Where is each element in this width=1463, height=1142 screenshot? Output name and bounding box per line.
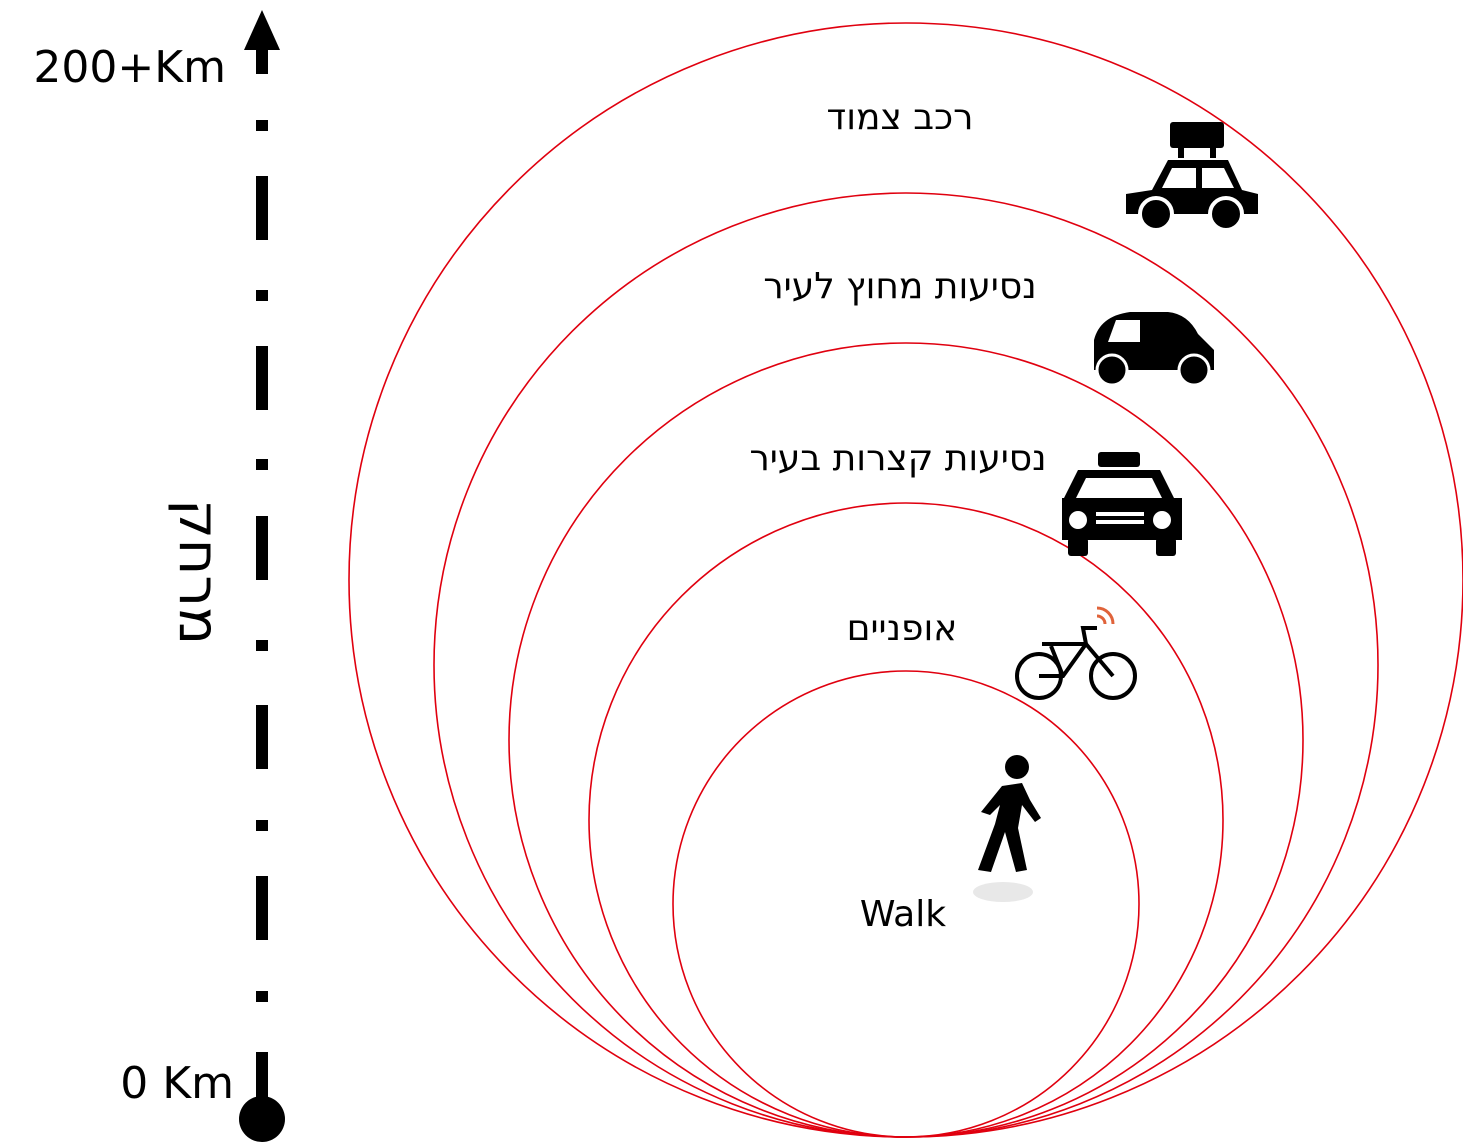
ring-label-intercity-trips: נסיעות מחוץ לעיר (763, 266, 1036, 307)
ring-private-car (348, 22, 1463, 1138)
rent-badge-text: RENT (1176, 129, 1218, 145)
rental-car-icon: RENT (1126, 122, 1258, 232)
axis-title: מרחק (166, 499, 231, 645)
ring-label-short-city-trips: נסיעות קצרות בעיר (749, 438, 1046, 479)
distance-axis: 200+Km 0 Km מרחק (33, 10, 285, 1142)
axis-top-label: 200+Km (33, 42, 226, 93)
axis-bottom-label: 0 Km (120, 1058, 234, 1109)
ring-label-bike: אופניים (847, 608, 958, 649)
ring-bike (588, 502, 1224, 1138)
pedestrian-icon (973, 755, 1041, 902)
axis-arrow-head (244, 10, 280, 50)
ring-label-walk: Walk (860, 894, 946, 935)
ring-labels: Walk אופניים נסיעות קצרות בעיר נסיעות מח… (749, 97, 1046, 935)
axis-origin-dot (239, 1096, 285, 1142)
shared-bike-icon (1015, 606, 1137, 700)
axis-dash-dot-line (256, 44, 268, 1112)
ring-label-private-car: רכב צמוד (827, 97, 974, 138)
range-rings (348, 22, 1463, 1138)
smart-car-icon (1094, 312, 1214, 387)
taxi-icon: TAXI (1062, 452, 1182, 556)
ring-intercity-trips (433, 192, 1379, 1138)
taxi-badge-text: TAXI (1106, 455, 1131, 466)
signal-icon (1096, 606, 1115, 625)
